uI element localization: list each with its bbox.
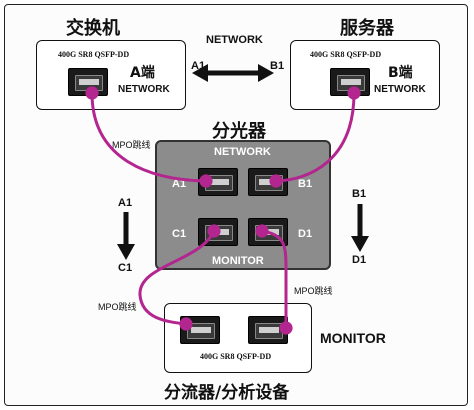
monitor-cable-left-label: MPO跳线 (98, 302, 137, 312)
server-network-label: NETWORK (374, 84, 426, 95)
flow-right-bottom-label: D1 (352, 254, 367, 266)
monitor-device-title: 分流器/分析设备 (164, 383, 290, 403)
flow-right-top-label: B1 (352, 188, 367, 200)
server-end-label: B端 (388, 65, 413, 81)
link-double-arrow (192, 64, 274, 82)
server-title: 服务器 (340, 18, 394, 39)
splitter-title: 分光器 (212, 121, 266, 142)
switch-module-label: 400G SR8 QSFP-DD (58, 50, 130, 59)
splitter-d1-to-monitor-cable (255, 224, 293, 335)
splitter-c1-to-monitor-cable (138, 224, 221, 331)
link-b1-label: B1 (270, 60, 285, 72)
splitter-monitor-label: MONITOR (212, 255, 264, 267)
flow-left-top-label: A1 (118, 197, 133, 209)
switch-to-splitter-a1-cable (85, 86, 213, 188)
monitor-device-monitor-label: MONITOR (320, 330, 386, 346)
splitter-port-d1-label: D1 (298, 228, 313, 240)
monitor-device-module-label: 400G SR8 QSFP-DD (200, 352, 272, 361)
monitor-cable-right-label: MPO跳线 (294, 286, 333, 296)
switch-title: 交换机 (66, 18, 120, 39)
link-network-label: NETWORK (206, 34, 263, 46)
splitter-network-label: NETWORK (214, 146, 271, 158)
switch-end-label: A端 (130, 65, 155, 81)
flow-left-bottom-label: C1 (118, 262, 133, 274)
server-module-label: 400G SR8 QSFP-DD (310, 50, 382, 59)
flow-left-arrow (117, 212, 135, 260)
flow-right-arrow (351, 204, 369, 252)
server-to-splitter-b1-cable (269, 86, 361, 188)
